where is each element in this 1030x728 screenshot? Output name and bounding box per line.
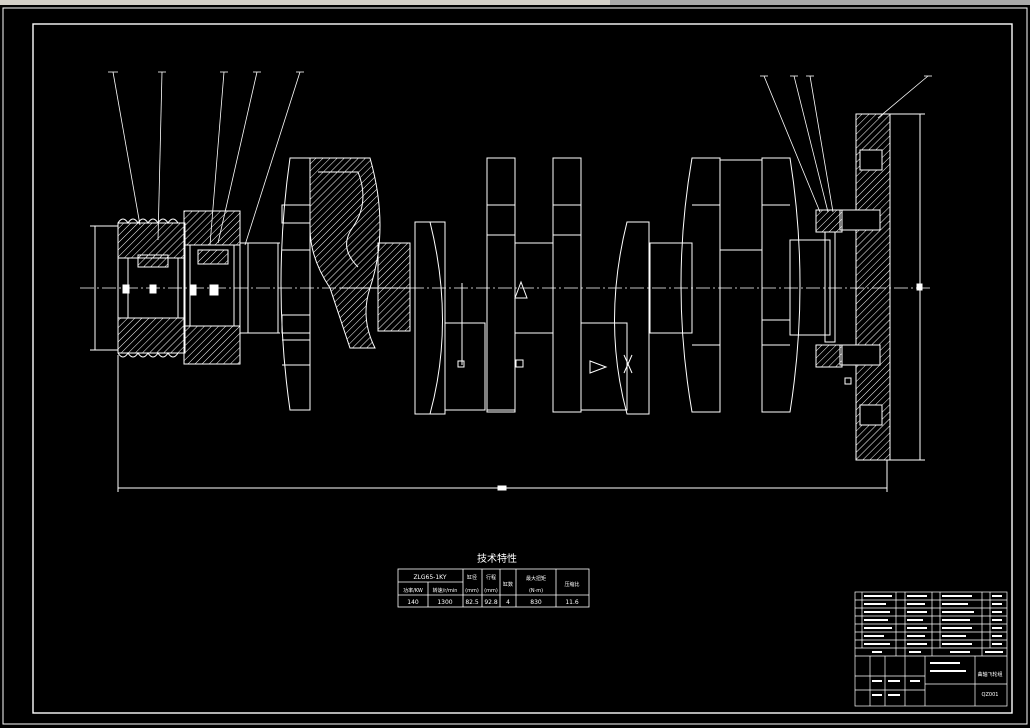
inner-frame	[32, 23, 1013, 714]
window-top-bar-shade	[610, 0, 1030, 5]
title-block-fill	[864, 595, 1003, 696]
hdr-bore-unit: (mm)	[465, 588, 479, 594]
outer-frame	[2, 7, 1028, 725]
part-leaders	[108, 71, 932, 246]
drawing-number: QZ001	[982, 692, 999, 698]
hdr-cyl: 缸数	[503, 581, 513, 588]
hdr-torque-unit: (N·m)	[529, 588, 543, 594]
hdr-speed: 转速/r/min	[433, 587, 458, 594]
tech-spec-table: 技术特性 ZLG65-1KY 功率/KW 转速/r/min 缸径 (mm) 行程…	[397, 552, 590, 608]
drawing-name: 曲轴飞轮组	[977, 671, 1002, 678]
val-bore: 82.5	[465, 599, 479, 606]
hdr-torque: 最大扭矩	[526, 575, 546, 582]
pulley-assembly	[90, 210, 280, 365]
val-cyl: 4	[506, 599, 510, 606]
val-power: 140	[407, 599, 419, 606]
hdr-bore: 缸径	[467, 574, 477, 581]
overall-dimension	[117, 355, 888, 492]
hdr-power: 功率/KW	[403, 587, 423, 594]
val-speed: 1300	[437, 599, 452, 606]
window-top-bar	[0, 0, 1030, 5]
hdr-ratio: 压缩比	[564, 581, 579, 588]
val-ratio: 11.6	[565, 599, 579, 606]
title-block	[854, 591, 1008, 707]
tech-table-title: 技术特性	[477, 552, 517, 565]
val-torque: 830	[530, 599, 542, 606]
tech-model: ZLG65-1KY	[413, 574, 446, 581]
crankshaft	[247, 157, 836, 415]
hdr-stroke-unit: (mm)	[484, 588, 498, 594]
hdr-stroke: 行程	[486, 574, 496, 581]
flywheel	[815, 113, 925, 461]
val-stroke: 92.8	[484, 599, 498, 606]
